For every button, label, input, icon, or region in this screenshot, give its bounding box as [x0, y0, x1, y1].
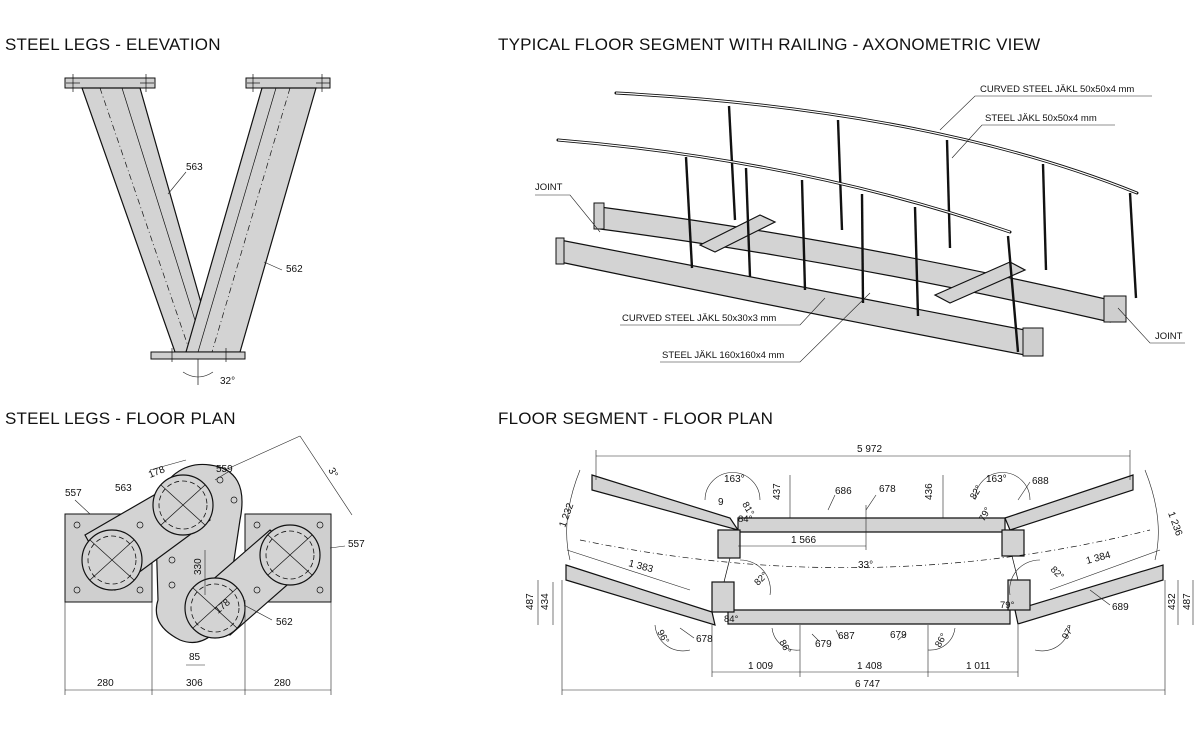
base-plate	[150, 351, 246, 360]
label-leg-angle: 32°	[220, 376, 235, 387]
segment-plan-drawing: 5 972 163° 163° 437 436 686 678 688 81° …	[525, 444, 1194, 695]
dim-1236: 1 236	[1165, 510, 1184, 538]
dim-436: 436	[924, 483, 935, 500]
dim-1383: 1 383	[627, 558, 654, 575]
leg-562	[185, 87, 317, 353]
dim-5972: 5 972	[857, 444, 882, 455]
label-leg-562: 562	[286, 264, 303, 275]
label-main-beam: STEEL JÄKL 160x160x4 mm	[662, 350, 784, 361]
label-678-bottom: 678	[696, 634, 713, 645]
ang-82-right: 82°	[1048, 564, 1066, 582]
label-678-top: 678	[879, 484, 896, 495]
ang-79-bottom: 79°	[1000, 600, 1015, 611]
ang-86-left: 86°	[776, 638, 793, 656]
label-joint-right: JOINT	[1155, 331, 1183, 342]
ang-163-right: 163°	[986, 474, 1007, 485]
label-559: 559	[216, 464, 233, 475]
dim-1384: 1 384	[1085, 550, 1112, 567]
label-330: 330	[193, 558, 204, 575]
title-segment-plan: FLOOR SEGMENT - FLOOR PLAN	[498, 409, 774, 428]
label-posts: STEEL JÄKL 50x50x4 mm	[985, 113, 1097, 124]
beam-678	[565, 564, 716, 626]
ang-84-bottom: 84°	[724, 614, 739, 625]
label-178-top: 178	[147, 464, 167, 481]
label-joint-left: JOINT	[535, 182, 563, 193]
label-687: 687	[838, 631, 855, 642]
label-688: 688	[1032, 476, 1049, 487]
label-679-left: 679	[815, 639, 832, 650]
legs-plan-drawing: 557 563 178 559 3° 557 330 178 562 85 28…	[64, 435, 365, 695]
dim-280-right: 280	[274, 678, 291, 689]
ang-84-top: 84°	[738, 514, 753, 525]
ang-82-top: 82°	[968, 483, 985, 501]
dim-487-left: 487	[525, 593, 536, 610]
legs-elevation-drawing: 563 562 32°	[64, 74, 331, 387]
dim-434: 434	[540, 593, 551, 610]
label-562-plan: 562	[276, 617, 293, 628]
beam-687	[727, 609, 1011, 625]
dim-1232: 1 232	[557, 501, 576, 529]
dim-306: 306	[186, 678, 203, 689]
label-curved-edge: CURVED STEEL JÄKL 50x30x3 mm	[622, 313, 776, 324]
dim-6747: 6 747	[855, 679, 880, 690]
label-689: 689	[1112, 602, 1129, 613]
dim-432: 432	[1167, 593, 1178, 610]
label-85: 85	[189, 652, 201, 663]
beam-689	[1014, 564, 1164, 625]
label-679-right: 679	[890, 630, 907, 641]
beam-686	[737, 517, 1006, 533]
ang-86-right: 86°	[933, 631, 950, 649]
label-leg-563: 563	[186, 162, 203, 173]
title-axonometric: TYPICAL FLOOR SEGMENT WITH RAILING - AXO…	[498, 35, 1041, 54]
label-557-right: 557	[348, 539, 365, 550]
dim-1009: 1 009	[748, 661, 773, 672]
dim-280-left: 280	[97, 678, 114, 689]
dim-437: 437	[772, 483, 783, 500]
leg-563	[81, 87, 216, 353]
ang-82-left: 82°	[752, 570, 770, 588]
ang-33: 33°	[858, 560, 873, 571]
cross-beam-1	[698, 214, 777, 253]
label-curved-rail: CURVED STEEL JÄKL 50x50x4 mm	[980, 84, 1134, 95]
title-legs-elevation: STEEL LEGS - ELEVATION	[5, 35, 221, 54]
beam-686-left	[591, 474, 740, 532]
joint-plate-left	[593, 202, 605, 230]
dim-1566: 1 566	[791, 535, 816, 546]
cross-beam-2	[933, 261, 1027, 304]
axonometric-drawing: CURVED STEEL JÄKL 50x50x4 mm STEEL JÄKL …	[535, 84, 1185, 363]
beam-688	[1004, 474, 1134, 531]
label-3deg: 3°	[325, 466, 339, 480]
ang-96: 96°	[654, 628, 671, 646]
title-legs-plan: STEEL LEGS - FLOOR PLAN	[5, 409, 236, 428]
label-563-plan: 563	[115, 483, 132, 494]
ang-97: 97°	[1060, 623, 1077, 641]
rail-back	[614, 91, 1139, 195]
dim-487-right: 487	[1182, 593, 1193, 610]
dim-9: 9	[718, 497, 724, 508]
ang-163-left: 163°	[724, 474, 745, 485]
dim-1011: 1 011	[966, 661, 991, 672]
label-557-left: 557	[65, 488, 82, 499]
joint-plate-right	[1103, 295, 1127, 323]
dim-1408: 1 408	[857, 661, 882, 672]
label-686: 686	[835, 486, 852, 497]
